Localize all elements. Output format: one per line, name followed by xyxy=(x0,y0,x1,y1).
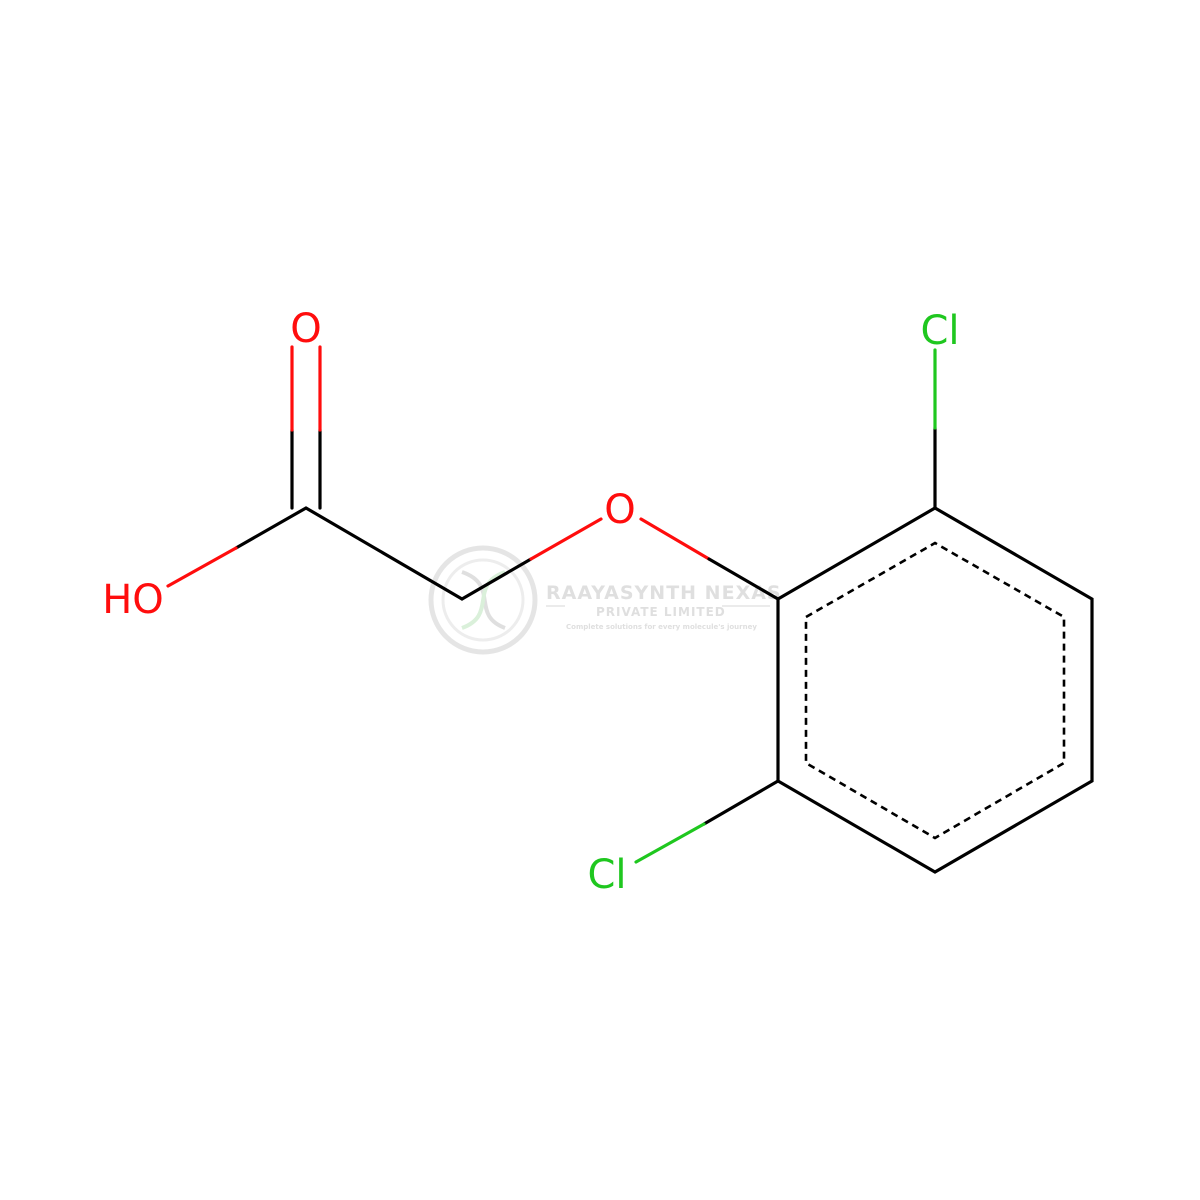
carboxyl-methylene-bond xyxy=(304,506,464,601)
watermark-company: RAAYASYNTH NEXAS xyxy=(546,582,782,604)
watermark-tagline: Complete solutions for every molecule's … xyxy=(566,623,757,631)
hydroxyl-bond xyxy=(166,506,308,588)
hydroxyl-label: HO xyxy=(102,577,164,623)
watermark-subtitle: PRIVATE LIMITED xyxy=(596,605,726,619)
chlorine-bottom-label: Cl xyxy=(587,852,626,898)
cl-bottom-bond xyxy=(634,779,780,864)
aromatic-inner-ring xyxy=(804,541,1066,840)
carbonyl-double-bond xyxy=(290,345,322,510)
watermark-logo-icon xyxy=(428,545,538,655)
methylene-ether-bond xyxy=(460,517,603,601)
carbonyl-oxygen-label: O xyxy=(290,306,321,352)
watermark: RAAYASYNTH NEXAS PRIVATE LIMITED Complet… xyxy=(428,545,782,655)
ether-oxygen-label: O xyxy=(604,487,635,533)
ether-ring-bond xyxy=(639,517,780,601)
benzene-ring xyxy=(776,506,1094,874)
chlorine-top-label: Cl xyxy=(920,308,959,354)
